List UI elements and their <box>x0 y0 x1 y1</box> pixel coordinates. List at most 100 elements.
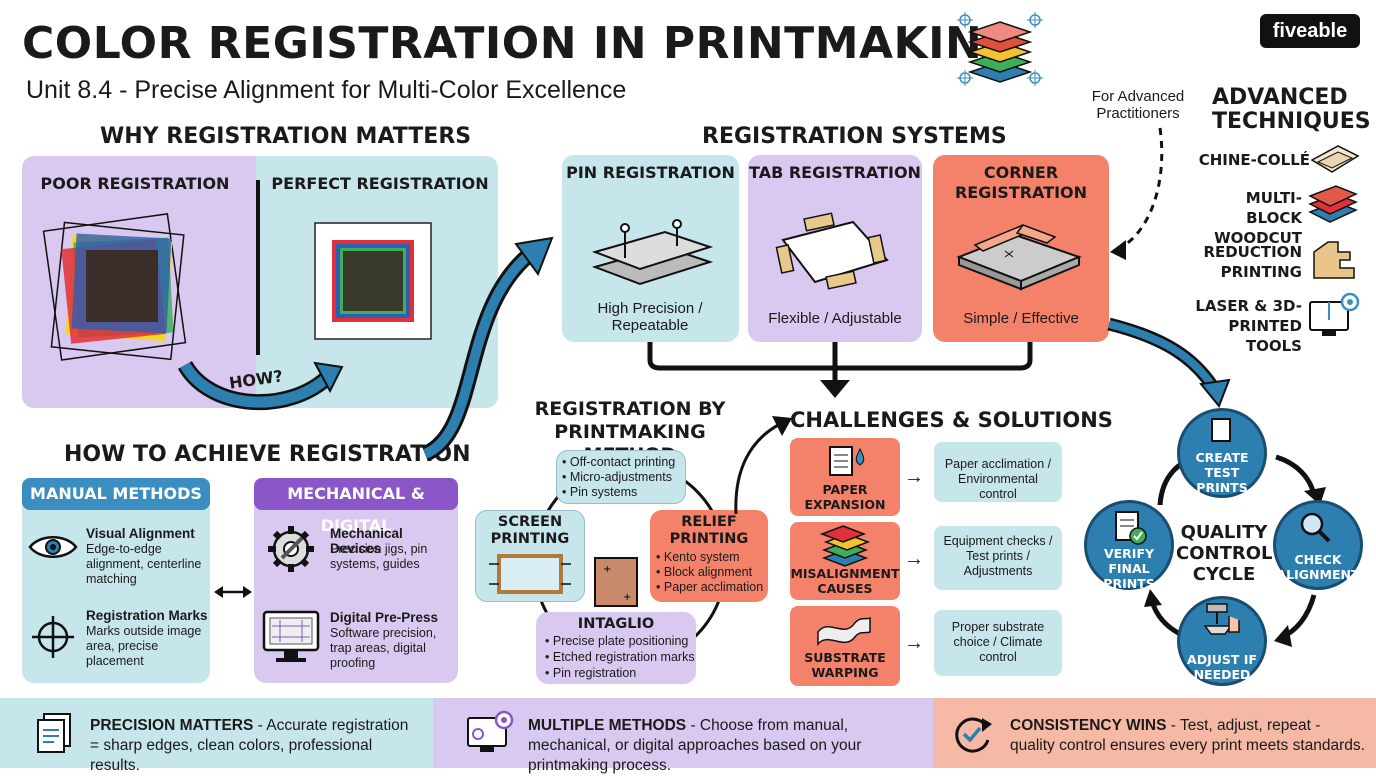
checklist-icon <box>1115 511 1147 545</box>
gear-wrench-icon <box>268 526 314 572</box>
relief-bullet-1: • Kento system <box>656 550 740 564</box>
perfect-registration-image <box>314 222 432 340</box>
intaglio-card <box>536 612 696 684</box>
advanced-heading: ADVANCED TECHNIQUES <box>1212 85 1371 134</box>
challenge-3-card <box>790 606 900 686</box>
layers-icon <box>957 12 1043 86</box>
qc-verify-node <box>1084 500 1174 590</box>
screen-bullet-2: • Micro-adjustments <box>562 470 672 484</box>
advanced-item-2: MULTI-BLOCK WOODCUT <box>1214 189 1302 247</box>
merge-arrow <box>647 342 1033 398</box>
devices-title: Mechanical Devices <box>330 526 403 556</box>
footer-mid <box>433 698 933 768</box>
advanced-item-1: CHINE-COLLÉ <box>1198 151 1310 169</box>
qc-create: CREATE TEST PRINTS <box>1195 450 1249 495</box>
marks-title: Registration Marks <box>86 608 208 623</box>
qc-adjust: ADJUST IF NEEDED <box>1187 652 1257 682</box>
tab-registration-icon <box>775 212 889 290</box>
arrow-right-icon: → <box>904 548 924 570</box>
brand-logo: fiveable <box>1260 14 1360 48</box>
double-arrow-icon <box>214 586 252 598</box>
intaglio-title: INTAGLIO <box>577 616 655 632</box>
advanced-item-4: LASER & 3D-PRINTED TOOLS <box>1195 297 1302 355</box>
screen-frame-icon <box>489 554 571 594</box>
corner-title: CORNER REGISTRATION <box>954 163 1088 202</box>
page-subtitle: Unit 8.4 - Precise Alignment for Multi-C… <box>26 76 627 104</box>
document-stack-icon <box>37 713 71 753</box>
crosshair-icon <box>32 616 74 658</box>
achieve-heading: HOW TO ACHIEVE REGISTRATION <box>64 442 471 467</box>
challenges-heading: CHALLENGES & SOLUTIONS <box>790 408 1113 432</box>
woodblock-icon <box>1308 185 1358 223</box>
pin-registration-icon <box>591 219 714 286</box>
solution-2-card <box>934 526 1062 590</box>
svg-text:+: + <box>623 592 631 603</box>
challenge-2-problem: MISALIGNMENT CAUSES <box>790 566 900 596</box>
method-arrow <box>734 416 792 515</box>
how-arrow <box>178 360 344 411</box>
screen-title: SCREEN PRINTING <box>490 514 570 547</box>
challenge-1-solution: Paper acclimation / Environmental contro… <box>944 457 1052 501</box>
dashed-arrow <box>1110 127 1164 260</box>
qc-check: CHECK ALIGNMENT <box>1276 552 1360 582</box>
challenge-3-solution: Proper substrate choice / Climate contro… <box>951 620 1045 664</box>
arrow-right-icon: → <box>904 466 924 488</box>
registration-target-icon <box>957 12 1043 86</box>
intaglio-bullet-2: • Etched registration marks <box>545 650 695 664</box>
laser-tool-icon <box>1309 292 1360 336</box>
magnifier-icon <box>1300 512 1331 543</box>
document-icon <box>1211 418 1231 442</box>
paper-drop-icon <box>829 446 865 476</box>
divider <box>256 180 260 355</box>
prepress-title: Digital Pre-Press <box>330 610 439 625</box>
qc-center: QUALITY CONTROL CYCLE <box>1176 522 1273 585</box>
relief-card <box>650 510 768 602</box>
monitor-icon <box>262 610 320 662</box>
relief-bullet-3: • Paper acclimation <box>656 580 764 594</box>
page-title: COLOR REGISTRATION IN PRINTMAKING <box>22 18 1019 69</box>
poor-registration-image <box>42 213 187 361</box>
challenge-3-problem: SUBSTRATE WARPING <box>804 650 886 680</box>
intaglio-bullet-1: • Precise plate positioning <box>545 634 689 648</box>
visual-desc: Edge-to-edge alignment, centerline match… <box>86 542 202 586</box>
qc-create-node <box>1177 408 1267 498</box>
relief-bullet-2: • Block alignment <box>656 565 753 579</box>
prepress-desc: Software precision, trap areas, digital … <box>330 626 437 670</box>
svg-text:+: + <box>603 564 611 575</box>
tab-desc: Flexible / Adjustable <box>768 310 902 327</box>
manual-title: MANUAL METHODS <box>22 478 210 510</box>
misaligned-layers-icon <box>819 525 871 567</box>
pin-desc: High Precision / Repeatable <box>597 300 703 334</box>
solution-1-card <box>934 442 1062 502</box>
screen-bullets-box <box>556 450 686 504</box>
advanced-item-3: REDUCTION PRINTING <box>1203 243 1302 281</box>
solution-3-card <box>934 610 1062 676</box>
carved-block-icon <box>1313 241 1355 279</box>
relief-title: RELIEF PRINTING <box>669 514 749 547</box>
adjust-hand-icon <box>1203 603 1240 635</box>
intaglio-bullet-3: • Pin registration <box>545 666 637 680</box>
qc-arrow <box>1107 317 1231 408</box>
qc-verify: VERIFY FINAL PRINTS <box>1103 546 1155 591</box>
mechanical-title: MECHANICAL & DIGITAL <box>254 478 458 535</box>
marks-desc: Marks outside image area, precise placem… <box>86 624 202 668</box>
flow-arrow <box>421 236 554 462</box>
paper-collage-icon <box>1310 145 1360 173</box>
monitor-gear-icon <box>467 710 514 752</box>
copper-plate-icon: ++ <box>594 557 638 607</box>
challenge-1-problem: PAPER EXPANSION <box>804 482 886 512</box>
footer-right-text: CONSISTENCY WINS - Test, adjust, repeat … <box>1010 717 1365 754</box>
corner-desc: Simple / Effective <box>963 310 1079 327</box>
footer-mid-text: MULTIPLE METHODS - Choose from manual, m… <box>528 717 862 774</box>
footer-left <box>0 698 433 768</box>
perfect-label: PERFECT REGISTRATION <box>271 174 489 193</box>
visual-title: Visual Alignment <box>86 526 195 541</box>
advanced-note: For Advanced Practitioners <box>1091 88 1185 122</box>
eye-icon <box>28 536 78 558</box>
why-heading: WHY REGISTRATION MATTERS <box>100 124 472 149</box>
pin-title: PIN REGISTRATION <box>566 163 735 182</box>
poor-label: POOR REGISTRATION <box>40 174 230 193</box>
warped-sheet-icon <box>817 616 871 647</box>
screen-bullet-1: • Off-contact printing <box>562 455 676 469</box>
systems-heading: REGISTRATION SYSTEMS <box>702 124 1007 149</box>
